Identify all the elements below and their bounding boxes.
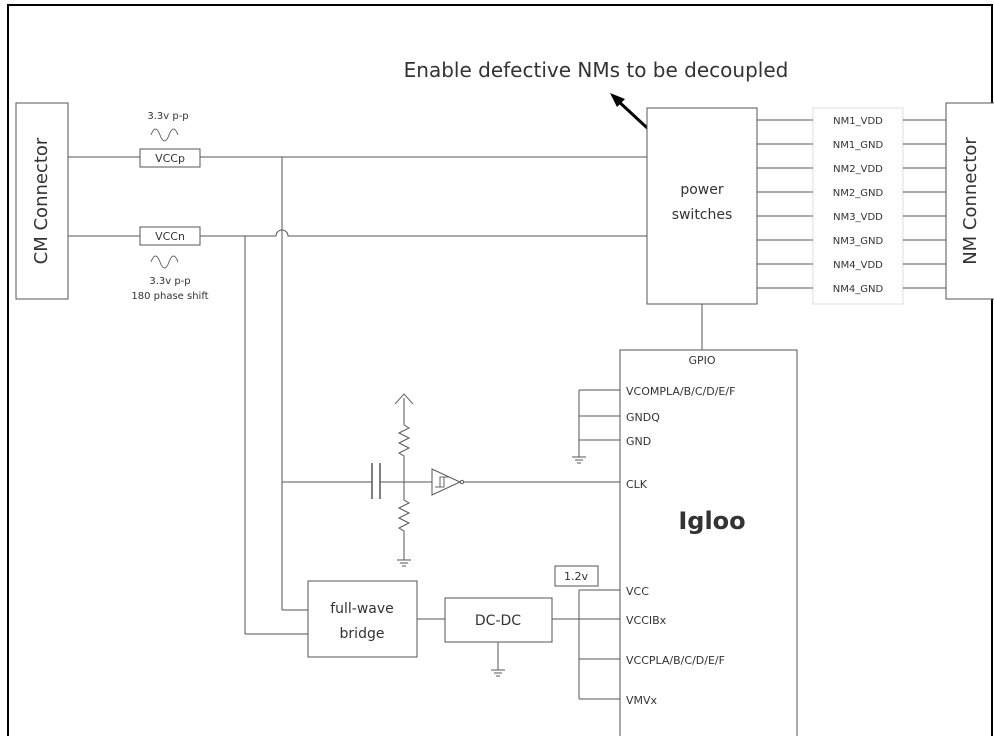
resistor-bottom-icon [397, 482, 411, 560]
nm-connector-label: NM Connector [960, 137, 981, 265]
igloo-pin-vccibx: VCCIBx [626, 614, 667, 627]
vccp-box [139, 148, 201, 168]
igloo-pin-vcompla: VCOMPLA/B/C/D/E/F [626, 385, 735, 398]
vccp-amplitude: 3.3v p-p [147, 111, 188, 122]
nm-signal-label: NM4_VDD [833, 260, 883, 271]
frame [7, 4, 993, 736]
vccn-phase: 180 phase shift [131, 291, 208, 302]
vccn-label: VCCn [155, 230, 185, 243]
full-wave-bridge-box [307, 580, 418, 658]
vccn-amplitude: 3.3v p-p [149, 276, 190, 287]
dcdc-label: DC-DC [475, 613, 521, 629]
ground-icon-dcdc [491, 669, 505, 677]
power-switches-line2: switches [672, 207, 733, 223]
igloo-pin-vmvx: VMVx [626, 694, 658, 707]
vccn-sine-icon [150, 255, 179, 269]
nm-signal-label: NM3_GND [833, 236, 884, 247]
igloo-box [619, 349, 798, 736]
nm-signal-label: NM1_GND [833, 140, 884, 151]
dcdc-box [444, 597, 553, 643]
power-switches-line1: power [680, 182, 724, 198]
igloo-ground-bus [578, 389, 620, 457]
nm-signal-label: NM1_VDD [833, 116, 883, 127]
nm-signal-label: NM2_VDD [833, 164, 883, 175]
cm-connector-box [15, 102, 69, 300]
igloo-title: Igloo [678, 507, 745, 535]
nm-signal-label: NM4_GND [833, 284, 884, 295]
vccp-label: VCCp [155, 152, 185, 165]
vcore-label: 1.2v [564, 570, 588, 583]
igloo-pin-clk: CLK [626, 478, 648, 491]
ground-icon-igloo [572, 456, 586, 464]
igloo-pin-gndq: GNDQ [626, 411, 660, 424]
vccn-box [139, 226, 201, 246]
diagram-title: Enable defective NMs to be decoupled [404, 58, 789, 82]
nm-signal-label: NM2_GND [833, 188, 884, 199]
supply-arrow-icon [394, 393, 414, 405]
nm-signal-label: NM3_VDD [833, 212, 883, 223]
power-switches-box [646, 107, 758, 305]
ground-icon-divider [397, 559, 411, 567]
cm-connector-label: CM Connector [31, 137, 52, 264]
nm-signal-list: NM1_VDD NM1_GND NM2_VDD NM2_GND NM3_VDD NM3_G… [757, 107, 946, 305]
igloo-pin-gnd: GND [626, 435, 651, 448]
igloo-pin-vcc: VCC [626, 585, 649, 598]
full-wave-bridge-line2: bridge [340, 626, 385, 642]
schmitt-buffer-icon [431, 468, 465, 496]
resistor-top-icon [397, 424, 411, 482]
vccn-wire [200, 229, 647, 237]
vccp-sine-icon [150, 128, 179, 142]
full-wave-bridge-line1: full-wave [330, 601, 394, 617]
igloo-pin-gpio: GPIO [688, 354, 715, 367]
vcore-box [554, 565, 599, 587]
igloo-pin-vccpla: VCCPLA/B/C/D/E/F [626, 654, 725, 667]
nm-signal-box [812, 107, 904, 305]
capacitor-icon [371, 463, 381, 499]
nm-connector-box [945, 102, 994, 300]
